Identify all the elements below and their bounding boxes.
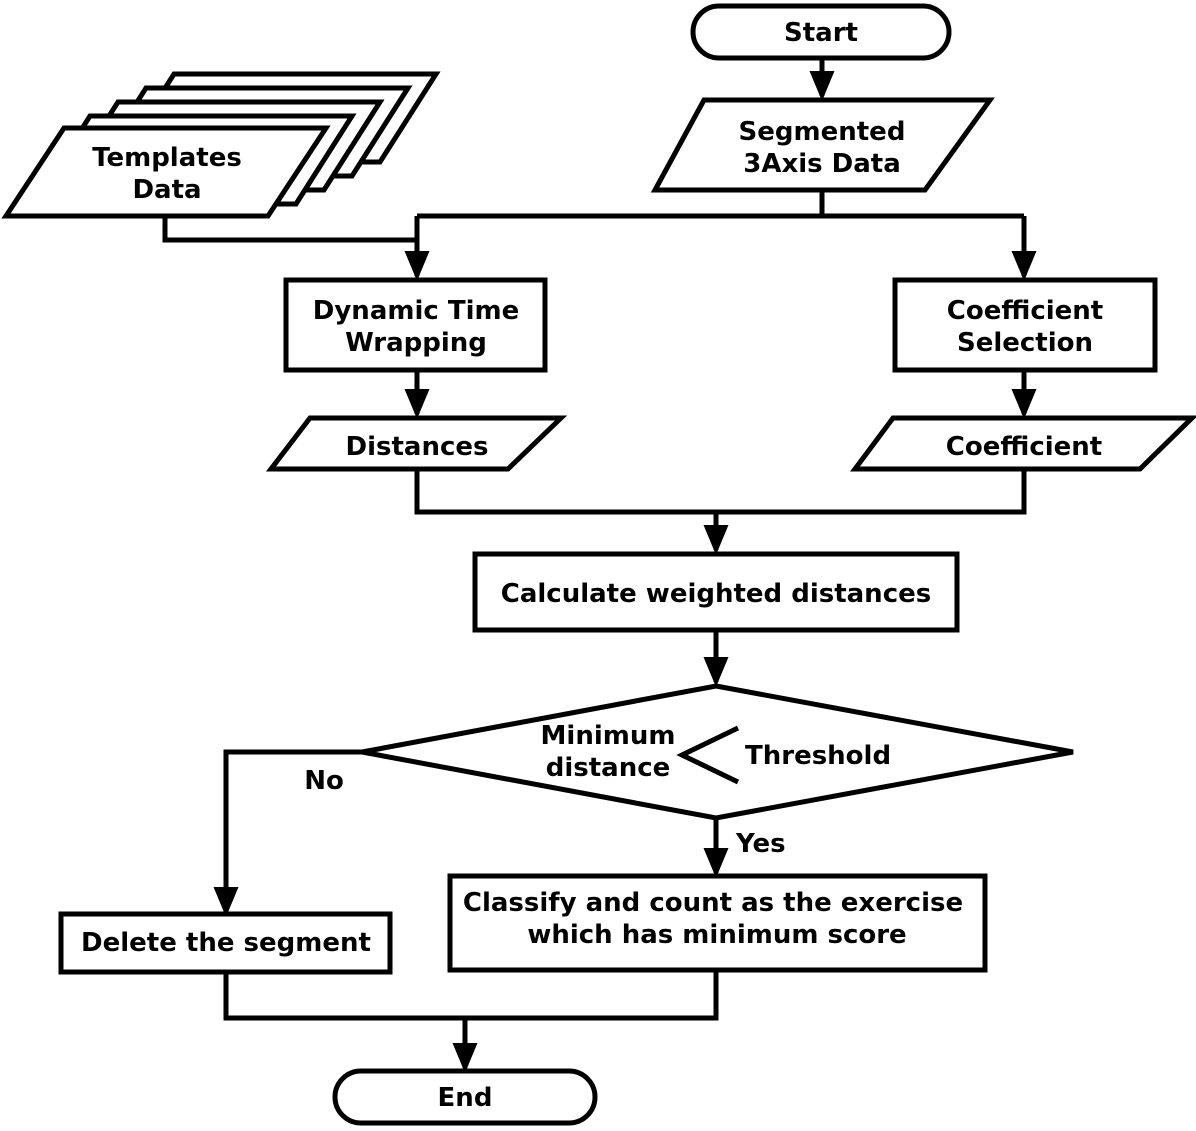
templates-label-line1: Templates <box>92 143 242 173</box>
distances-node: Distances <box>265 415 568 472</box>
decision-label-left-line1: Minimum <box>541 721 676 751</box>
dtw-node: Dynamic Time Wrapping <box>283 277 548 373</box>
calc-label: Calculate weighted distances <box>501 579 931 609</box>
start-node: Start <box>690 3 952 61</box>
coef-selection-node: Coefficient Selection <box>892 277 1158 373</box>
edge-merge <box>414 471 1027 515</box>
coefficient-node: Coefficient <box>850 415 1196 472</box>
segmented-label-line2: 3Axis Data <box>743 149 901 179</box>
no-branch-label: No <box>304 766 344 796</box>
start-label: Start <box>784 18 858 48</box>
yes-branch-label: Yes <box>735 829 786 859</box>
edge-templates-to-dtw <box>162 216 417 243</box>
dtw-label-line1: Dynamic Time <box>313 296 519 326</box>
classify-node: Classify and count as the exercise which… <box>447 873 988 973</box>
templates-data-node: Templates Data <box>1 71 441 219</box>
distances-label: Distances <box>346 432 489 462</box>
coef-selection-label-line1: Coefficient <box>947 296 1103 326</box>
segmented-label-line1: Segmented <box>739 117 906 147</box>
decision-node: Minimum distance Threshold <box>361 683 1074 821</box>
classify-label-line1: Classify and count as the exercise <box>463 888 963 918</box>
edge-decision-no <box>213 749 362 917</box>
template-sheet-1 <box>1 125 331 219</box>
coef-selection-label-line2: Selection <box>957 328 1093 358</box>
end-node: End <box>332 1068 598 1126</box>
decision-label-left-line2: distance <box>546 753 671 783</box>
delete-label: Delete the segment <box>81 928 371 958</box>
less-than-symbol <box>676 725 740 785</box>
classify-label-line2: which has minimum score <box>527 920 906 950</box>
edge-join <box>223 970 719 1021</box>
calc-node: Calculate weighted distances <box>472 551 960 633</box>
templates-label-line2: Data <box>132 175 201 205</box>
segmented-data-node: Segmented 3Axis Data <box>650 97 995 193</box>
connectors <box>162 58 1037 1073</box>
coefficient-label: Coefficient <box>946 432 1102 462</box>
dtw-label-line2: Wrapping <box>345 328 487 358</box>
decision-label-right: Threshold <box>745 741 891 771</box>
end-label: End <box>438 1083 493 1113</box>
delete-node: Delete the segment <box>58 911 393 975</box>
